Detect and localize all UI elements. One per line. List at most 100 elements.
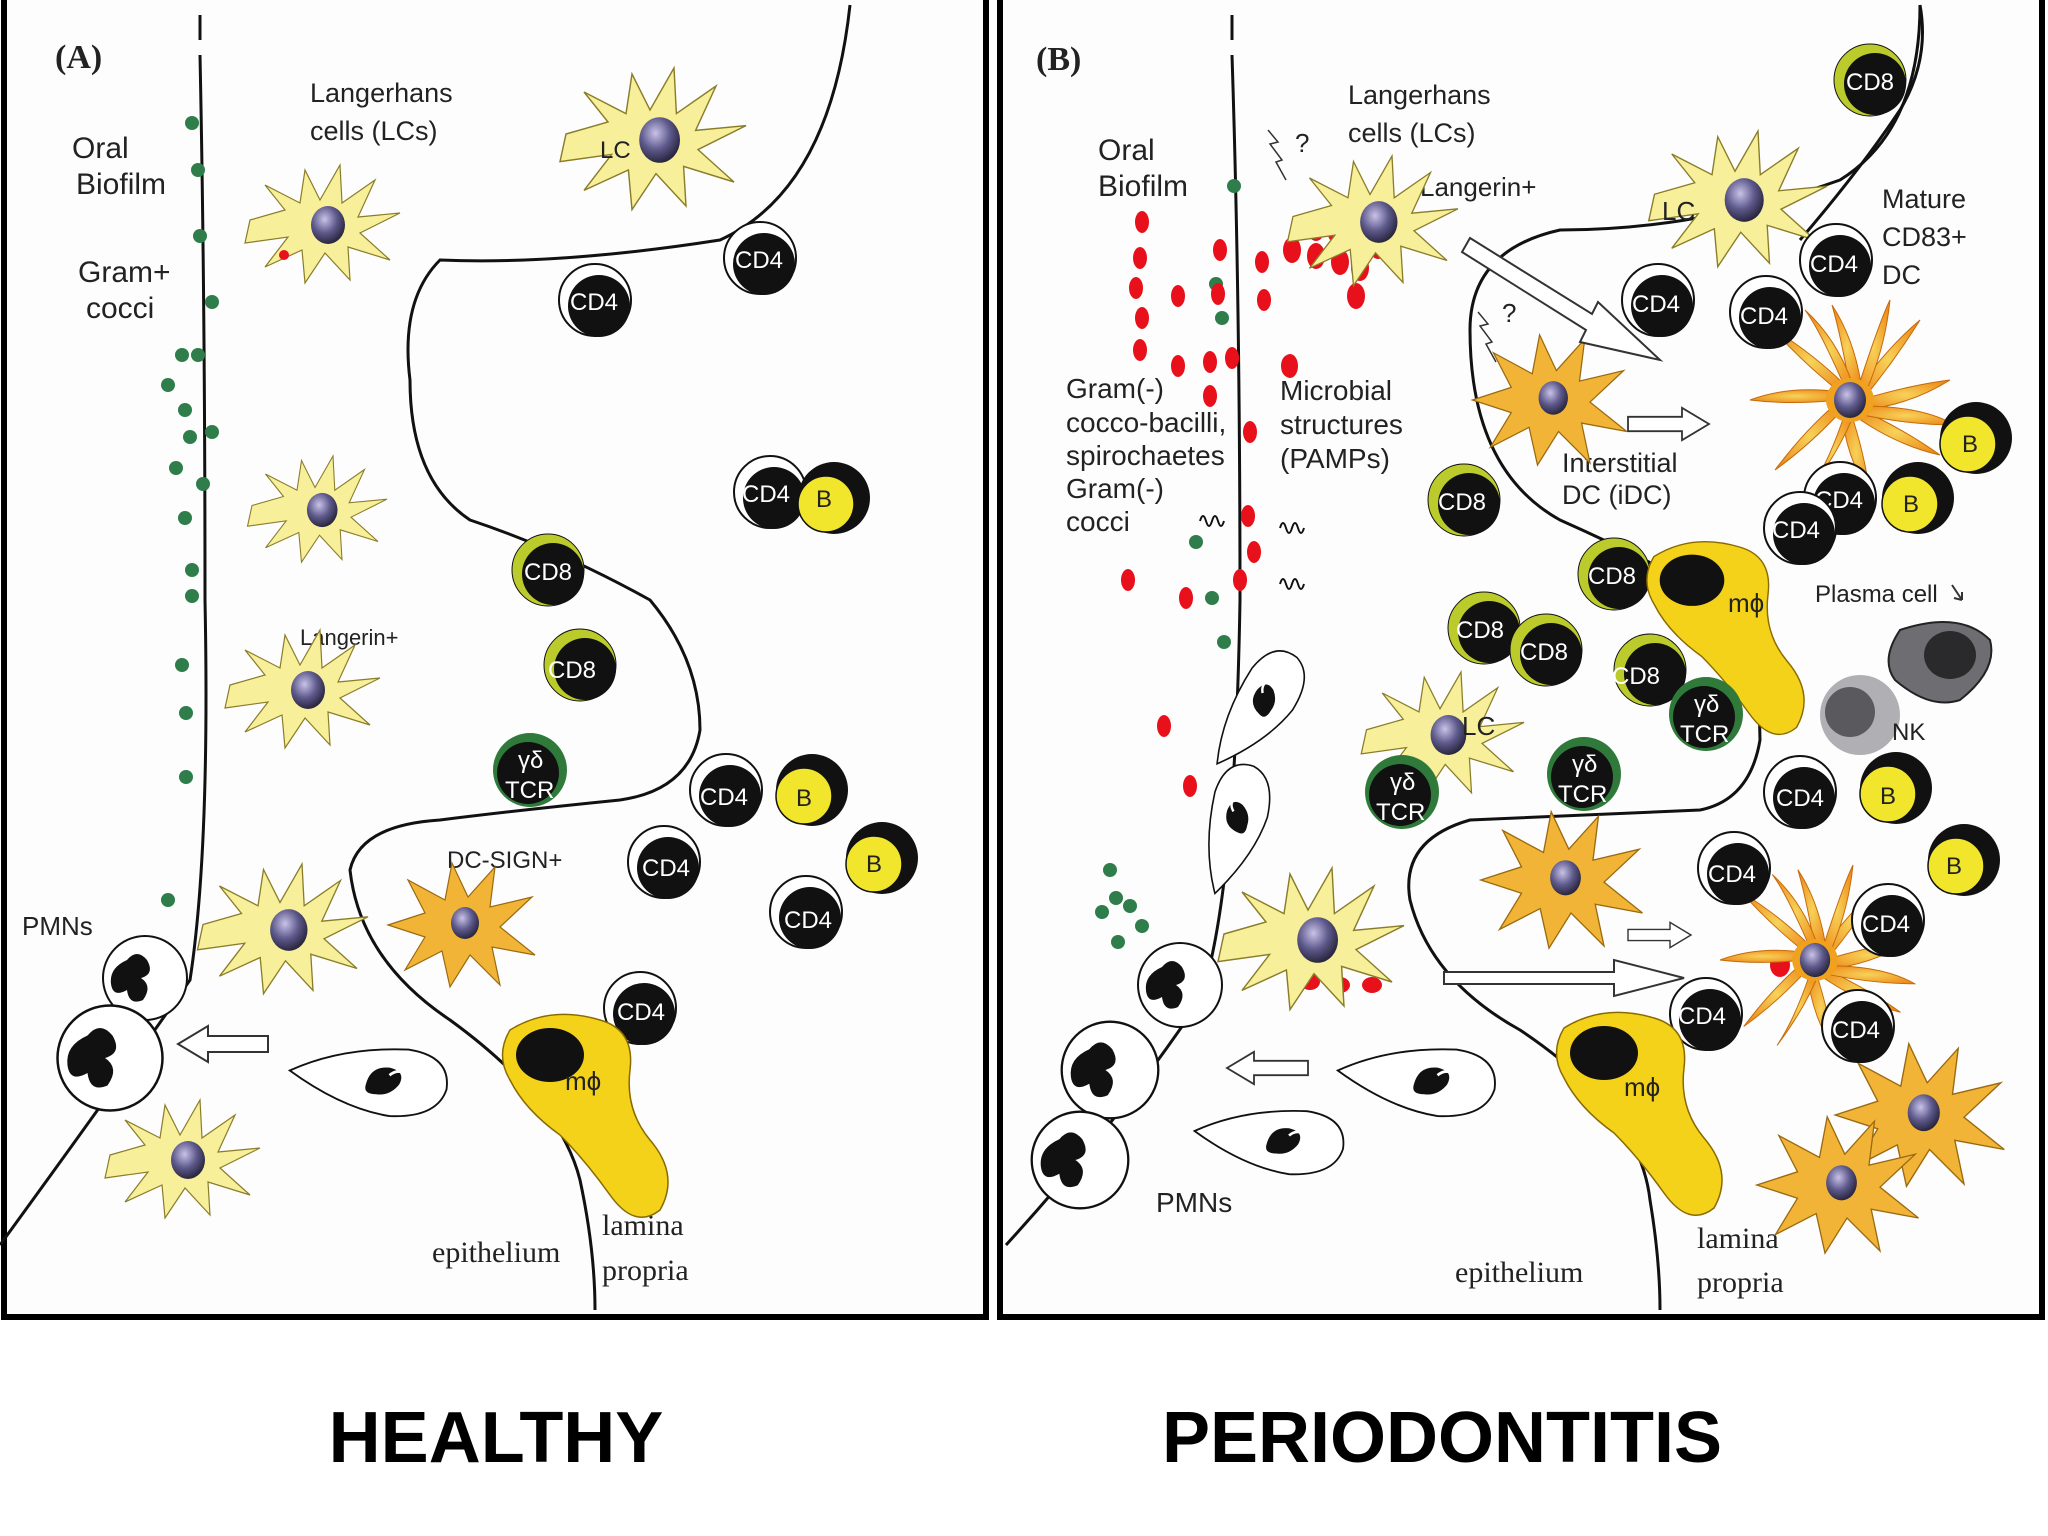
gram-neg-label-2: cocco-bacilli, [1066, 407, 1226, 438]
b-cell [797, 461, 871, 535]
tcr-label: TCR [505, 777, 554, 804]
epithelial-boundary-a [348, 4, 852, 1311]
lamina-label-b-2: propria [1697, 1266, 1784, 1299]
cd4-label: CD4 [1772, 517, 1820, 544]
cd4-label: CD4 [1632, 291, 1680, 318]
b-label: B [1880, 783, 1896, 810]
gram-pos-label-1: Gram+ [78, 256, 171, 289]
green-bacteria-b [1095, 179, 1241, 949]
cd4-label: CD4 [1862, 911, 1910, 938]
lamina-label-b-1: lamina [1697, 1222, 1779, 1255]
bacterium-red [279, 250, 289, 260]
caption-periodontitis: PERIODONTITIS [1162, 1398, 1722, 1478]
gram-neg-label-5: cocci [1066, 506, 1130, 537]
lc-label-a-1: Langerhans [310, 78, 453, 108]
cd4-label: CD4 [735, 247, 783, 274]
b-label: B [796, 785, 812, 812]
cd4-label: CD4 [1740, 303, 1788, 330]
cd4-label: CD4 [1678, 1003, 1726, 1030]
microbial-label-3: (PAMPs) [1280, 443, 1390, 474]
caption-healthy: HEALTHY [329, 1398, 664, 1478]
b-cell [1927, 823, 2001, 897]
oral-biofilm-label-a-2: Biofilm [76, 168, 166, 201]
cd4-label: CD4 [1810, 251, 1858, 278]
gram-positive-cocci-a [161, 116, 219, 907]
question-mark-2: ? [1502, 298, 1516, 328]
tcr-label: TCR [1376, 799, 1425, 826]
oral-biofilm-label-a-1: Oral [72, 132, 129, 165]
cd8-label: CD8 [1588, 563, 1636, 590]
mphi-label: mϕ [565, 1066, 601, 1096]
cd8-label: CD8 [1612, 663, 1660, 690]
neutrophil [1137, 942, 1223, 1028]
maturation-arrow-long [1443, 958, 1685, 998]
cd4-label: CD4 [1708, 861, 1756, 888]
cd8-label: CD8 [1438, 489, 1486, 516]
cd4-label: CD4 [784, 907, 832, 934]
lamina-label-a-2: propria [602, 1254, 689, 1287]
epithelial-boundary-b-top [1798, 4, 1924, 241]
gd-label: γδ [1390, 769, 1415, 796]
b-label: B [816, 486, 832, 513]
tcr-label: TCR [1558, 781, 1607, 808]
cd4-label: CD4 [742, 481, 790, 508]
lightning-icon [1267, 129, 1287, 181]
panel-a-letter: (A) [55, 39, 102, 76]
gram-pos-label-2: cocci [86, 292, 154, 325]
neutrophil [1060, 1020, 1160, 1120]
question-mark-1: ? [1295, 128, 1309, 158]
mphi-label: mϕ [1728, 588, 1764, 618]
nk-label: NK [1892, 719, 1925, 746]
lightning-icon [1477, 311, 1497, 363]
cd4-label: CD4 [1776, 785, 1824, 812]
cd4-label: CD4 [642, 855, 690, 882]
mature-label-1: Mature [1882, 184, 1966, 214]
pmns-label-b: PMNs [1156, 1187, 1232, 1218]
lc-label-b-1: Langerhans [1348, 80, 1491, 110]
cd8-label: CD8 [1456, 617, 1504, 644]
gram-neg-label-3: spirochaetes [1066, 440, 1225, 471]
b-label: B [866, 851, 882, 878]
gd-label: γδ [518, 747, 543, 774]
plasma-nucleus [1924, 631, 1976, 679]
lc-label-b-2: cells (LCs) [1348, 118, 1476, 148]
lc-label-a-2: cells (LCs) [310, 116, 438, 146]
microbial-label-1: Microbial [1280, 375, 1392, 406]
cd4-label: CD4 [617, 999, 665, 1026]
dc-sign-label: DC-SIGN+ [447, 847, 562, 874]
b-label: B [1946, 853, 1962, 880]
cd8-label: CD8 [524, 559, 572, 586]
cd4-label: CD4 [570, 289, 618, 316]
cd8-label: CD8 [548, 657, 596, 684]
b-label: B [1903, 491, 1919, 518]
neutrophil [1030, 1110, 1130, 1210]
lc-cell-label-b1: LC [1662, 196, 1695, 226]
panel-periodontitis: (B) [997, 0, 2045, 1320]
plasma-arrow [1951, 584, 1963, 601]
cd4-label: CD4 [1832, 1017, 1880, 1044]
interstitial-label-2: DC (iDC) [1562, 480, 1671, 510]
cd8-label: CD8 [1520, 639, 1568, 666]
nk-nucleus [1825, 687, 1875, 737]
gram-neg-label-1: Gram(-) [1066, 373, 1164, 404]
oral-biofilm-label-b-2: Biofilm [1098, 170, 1188, 203]
gd-label: γδ [1572, 751, 1597, 778]
epithelium-label-b: epithelium [1455, 1256, 1583, 1289]
tcr-label: TCR [1680, 721, 1729, 748]
mature-label-2: CD83+ [1882, 222, 1967, 252]
oral-biofilm-label-b-1: Oral [1098, 134, 1155, 167]
microbial-label-2: structures [1280, 409, 1403, 440]
gram-neg-label-4: Gram(-) [1066, 473, 1164, 504]
maturation-arrow-diagonal [1460, 236, 1664, 362]
lc-cell-label-a: LC [600, 137, 631, 164]
plasma-cell-label: Plasma cell [1815, 581, 1938, 608]
mature-label-3: DC [1882, 260, 1921, 290]
pmns-label-a: PMNs [22, 911, 93, 941]
cd8-label: CD8 [1846, 69, 1894, 96]
panel-a-frame [1, 0, 989, 1320]
lc-cell-label-b2: LC [1462, 711, 1495, 741]
epithelium-label-a: epithelium [432, 1236, 560, 1269]
panel-healthy: (A) Oral Biofilm Gram+ cocci Langerhans … [0, 0, 989, 1320]
langerin-label-b: Langerin+ [1420, 172, 1536, 202]
